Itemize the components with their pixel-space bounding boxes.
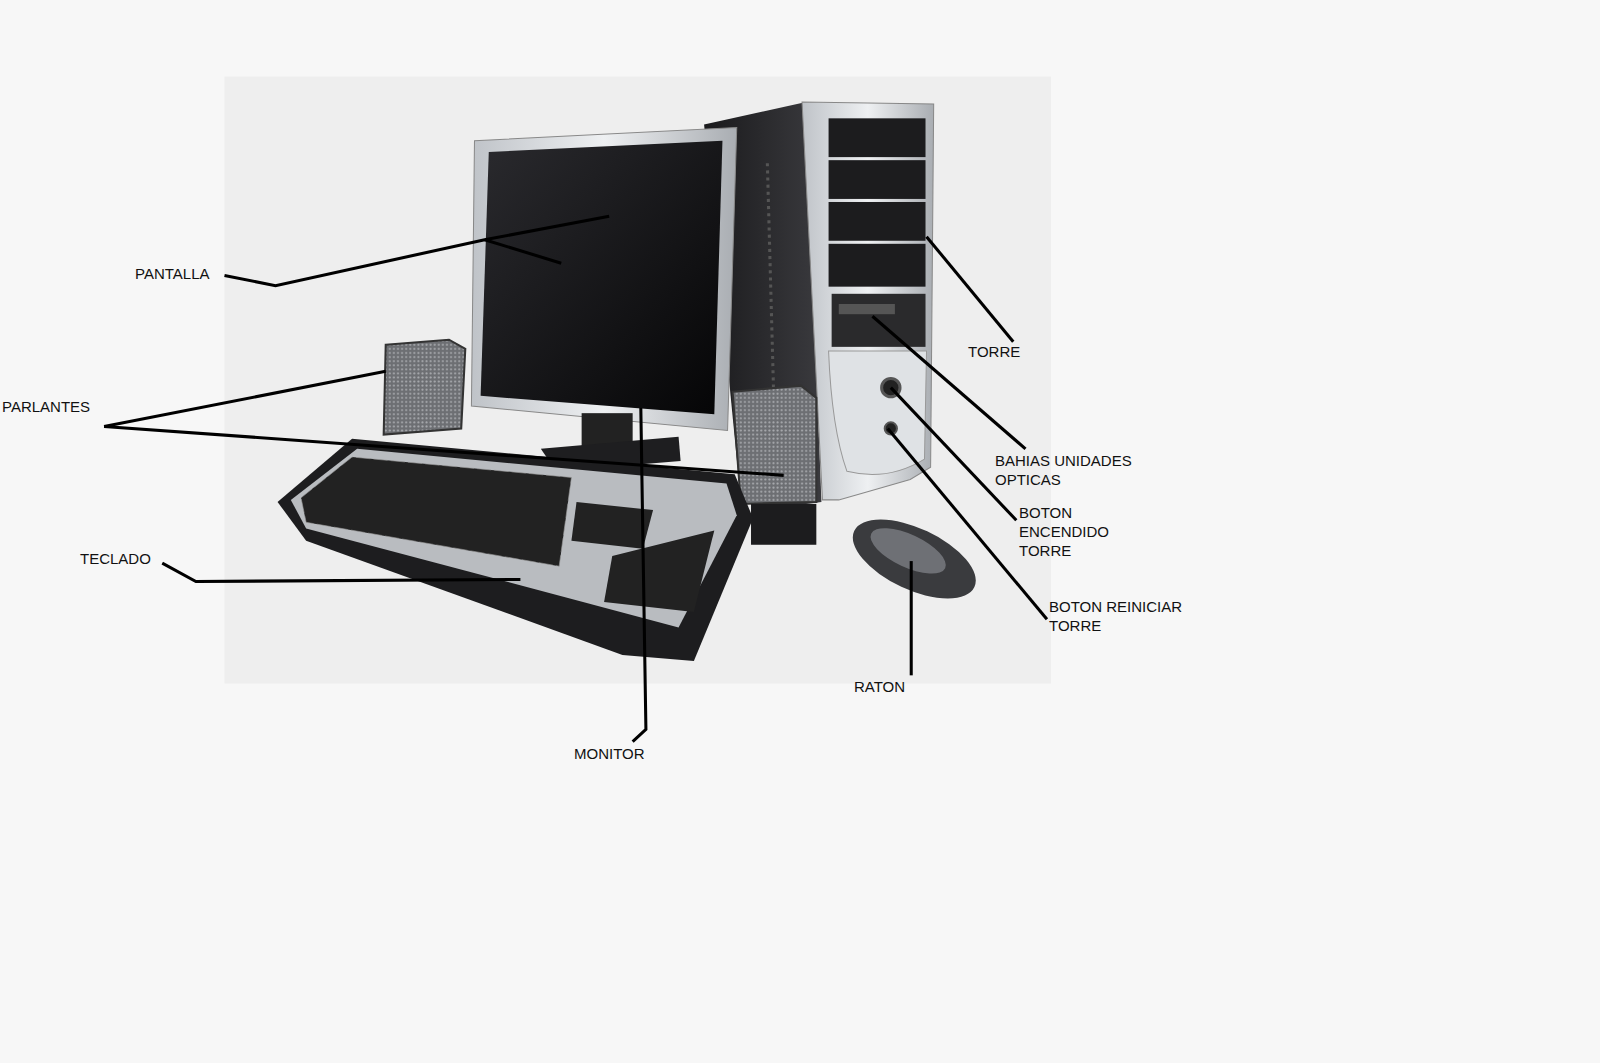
part-label: BOTON REINICIAR TORRE [1049,597,1199,635]
keyboard-keys [604,530,714,612]
floppy-slot [839,304,895,314]
tower-vent [767,163,773,387]
drive-bay [829,160,926,199]
monitor-frame [471,128,736,431]
drive-bay [829,202,926,241]
tower-front [802,102,934,500]
keyboard-keys [571,502,653,549]
keyboard-deck [291,449,737,628]
speaker-right [733,386,817,504]
mouse-top [864,519,952,583]
part-label: TECLADO [80,549,151,568]
speaker-left [384,340,466,435]
speaker-stand [751,504,816,545]
keyboard-keys [301,457,571,566]
part-label: PARLANTES [2,397,90,416]
part-label: BAHIAS UNIDADES OPTICAS [995,451,1145,489]
drive-bay [829,244,926,287]
part-label: PANTALLA [135,264,209,283]
keyboard-base [278,439,754,661]
part-label: TORRE [968,342,1020,361]
part-label: MONITOR [574,744,645,763]
leader-lines [104,216,1047,741]
monitor-screen [481,141,723,414]
part-label: BOTON ENCENDIDO TORRE [1019,503,1119,560]
part-label: RATON [854,677,905,696]
drive-bay [829,118,926,157]
